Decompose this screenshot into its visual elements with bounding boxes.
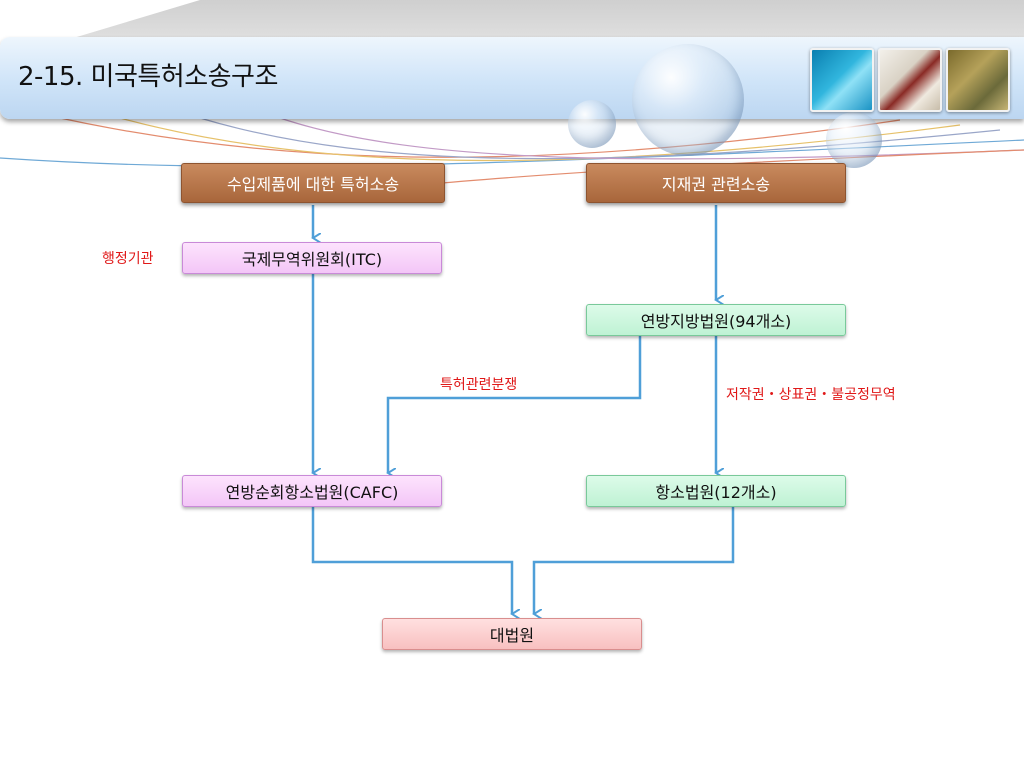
node-supreme-court: 대법원 (382, 618, 642, 650)
node-itc: 국제무역위원회(ITC) (182, 242, 442, 274)
label-patent-disputes: 특허관련분쟁 (440, 377, 518, 393)
arrow-appeals-to-supreme (534, 507, 735, 614)
thumbnail-image-document (878, 48, 942, 112)
node-import-patent-litigation-label: 수입제품에 대한 특허소송 (226, 175, 400, 194)
arrow-cafc-to-supreme (311, 507, 512, 614)
node-district-court-label: 연방지방법원(94개소) (640, 312, 792, 331)
node-ip-litigation-label: 지재권 관련소송 (661, 175, 771, 194)
bubble-medium (826, 112, 882, 168)
node-district-court: 연방지방법원(94개소) (586, 304, 846, 336)
page-title: 2-15. 미국특허소송구조 (18, 62, 278, 92)
label-other-disputes: 저작권・상표권・불공정무역 (726, 387, 896, 403)
arrow-district-to-cafc (388, 336, 642, 473)
node-cafc-label: 연방순회항소법원(CAFC) (225, 483, 399, 502)
bubble-large (632, 44, 744, 156)
node-appeals-court: 항소법원(12개소) (586, 475, 846, 507)
label-administrative-agency: 행정기관 (102, 251, 154, 267)
bubble-small (568, 100, 616, 148)
node-import-patent-litigation: 수입제품에 대한 특허소송 (181, 163, 445, 203)
node-cafc: 연방순회항소법원(CAFC) (182, 475, 442, 507)
thumbnail-image-olive (946, 48, 1010, 112)
thumbnail-image-blue (810, 48, 874, 112)
node-ip-litigation: 지재권 관련소송 (586, 163, 846, 203)
node-itc-label: 국제무역위원회(ITC) (241, 250, 383, 269)
node-appeals-court-label: 항소법원(12개소) (655, 483, 777, 502)
node-supreme-court-label: 대법원 (489, 626, 535, 645)
